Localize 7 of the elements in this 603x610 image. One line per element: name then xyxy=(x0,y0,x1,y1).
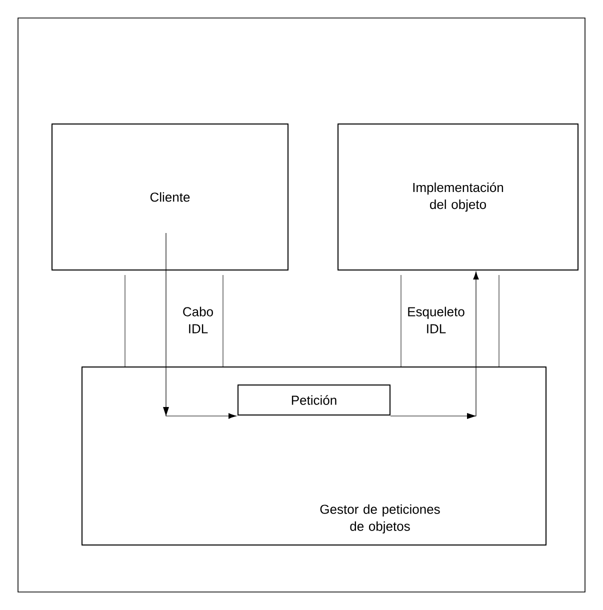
process-box: Implementación del objeto xyxy=(338,124,578,270)
arrow xyxy=(163,232,236,419)
interface-label: Esqueleto IDL xyxy=(408,306,464,334)
interface-label: Cabo IDL xyxy=(183,306,213,334)
arrow xyxy=(390,272,479,419)
process-box: Cliente xyxy=(52,124,288,270)
process-box: Petición xyxy=(238,384,390,416)
